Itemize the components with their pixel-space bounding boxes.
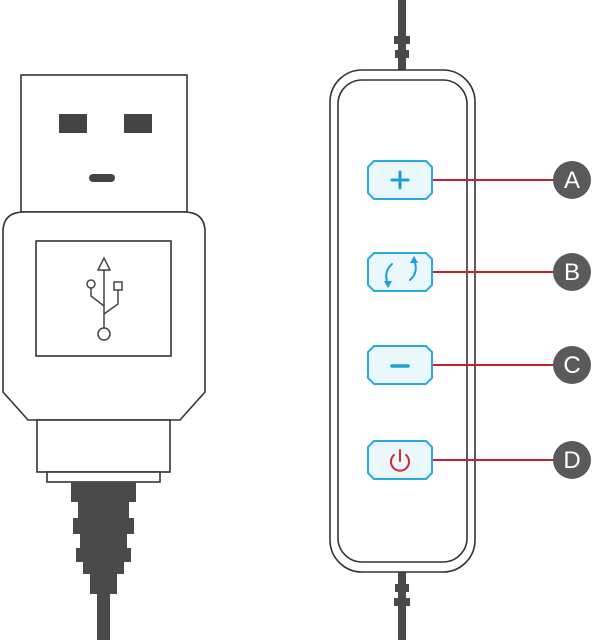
usb-contact-slot-right: [124, 114, 152, 133]
plus-button[interactable]: [367, 160, 433, 200]
usb-collar-ring: [46, 471, 161, 483]
cycle-button[interactable]: [367, 252, 433, 292]
callout-label-c: C: [563, 352, 580, 379]
usb-contact-slot-left: [59, 114, 87, 133]
usb-indent: [89, 174, 115, 182]
callout-label-d: D: [563, 447, 580, 474]
callout-label-a: A: [564, 167, 580, 194]
usb-cable: [71, 482, 136, 640]
callout-badges: A B C D: [553, 161, 591, 479]
power-icon: [390, 449, 410, 472]
callout-badge-a: A: [553, 161, 591, 199]
callout-badge-c: C: [553, 346, 591, 384]
leader-lines: [432, 179, 554, 461]
callout-badge-d: D: [553, 441, 591, 479]
plus-icon: [390, 170, 410, 190]
controller-cable-bottom: [394, 570, 410, 640]
usb-symbol-icon: [86, 256, 123, 341]
controller-inner-face: [337, 79, 468, 563]
usb-plug: [2, 74, 206, 483]
callout-label-b: B: [564, 259, 580, 286]
controller-cable-top: [394, 0, 410, 72]
power-button[interactable]: [367, 440, 433, 480]
minus-button[interactable]: [367, 345, 433, 385]
callout-badge-b: B: [553, 253, 591, 291]
usb-connector-shell: [20, 74, 188, 213]
usb-collar: [36, 419, 171, 473]
cycle-arrows-icon: [384, 256, 418, 288]
controller-housing: [329, 69, 476, 573]
